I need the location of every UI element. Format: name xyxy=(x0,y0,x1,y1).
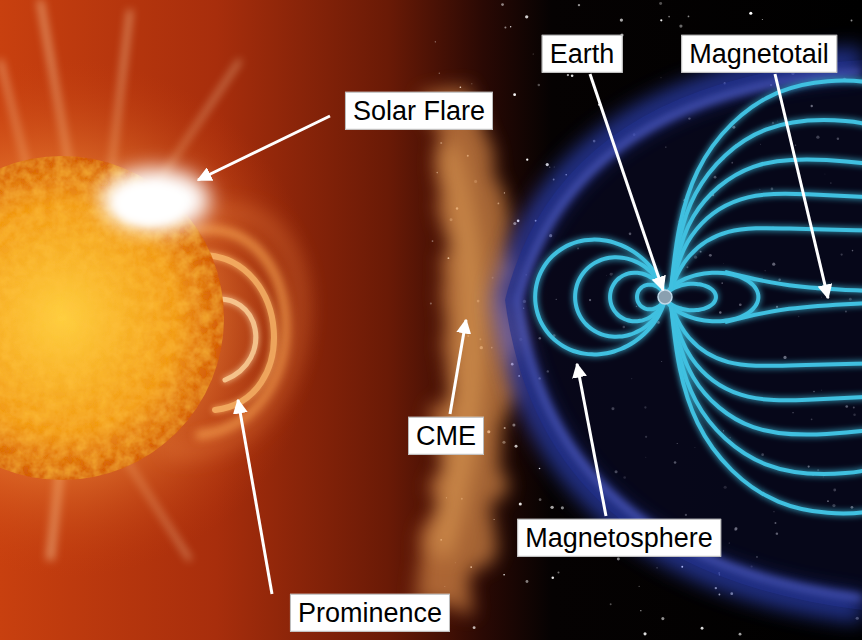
star xyxy=(610,603,612,605)
star xyxy=(546,163,549,166)
star xyxy=(504,192,505,193)
star xyxy=(513,222,516,225)
star xyxy=(640,610,641,611)
star xyxy=(539,498,542,501)
star xyxy=(701,627,704,630)
field-line xyxy=(671,305,862,513)
field-line xyxy=(671,305,862,435)
star xyxy=(851,20,853,22)
star xyxy=(643,632,646,635)
star xyxy=(519,503,522,506)
callout-label: CME xyxy=(408,417,484,455)
star xyxy=(661,617,664,620)
star xyxy=(460,86,462,88)
field-line xyxy=(535,240,665,355)
callout-label: Prominence xyxy=(290,594,450,632)
callout-label: Magnetosphere xyxy=(517,519,721,557)
star xyxy=(617,558,620,561)
star xyxy=(430,302,432,304)
star xyxy=(473,626,476,629)
star xyxy=(762,19,763,20)
field-line xyxy=(671,159,862,289)
field-line xyxy=(671,305,862,474)
star xyxy=(557,572,559,574)
leader-arrows xyxy=(198,74,828,594)
star xyxy=(551,577,554,580)
leader-arrow xyxy=(450,320,466,414)
star xyxy=(749,12,752,15)
star xyxy=(571,74,574,77)
star xyxy=(567,74,569,76)
magnetosphere-boundary xyxy=(518,72,862,598)
corona xyxy=(0,58,322,578)
solar-flare-core xyxy=(115,185,185,225)
field-line xyxy=(725,272,862,291)
star xyxy=(679,24,682,27)
star xyxy=(503,574,505,576)
callout-label: Earth xyxy=(542,35,623,73)
star xyxy=(515,445,518,448)
leader-arrow xyxy=(577,364,606,516)
cme-cloud xyxy=(415,85,515,615)
star xyxy=(526,159,528,161)
leader-arrow xyxy=(775,74,828,298)
star xyxy=(620,18,623,21)
star xyxy=(525,15,528,18)
star xyxy=(659,2,662,5)
star xyxy=(739,633,742,636)
star xyxy=(439,73,440,74)
star xyxy=(471,83,472,84)
star xyxy=(660,77,662,79)
star xyxy=(526,580,529,583)
field-line xyxy=(665,273,758,322)
star xyxy=(718,594,720,596)
star xyxy=(553,166,555,168)
star xyxy=(561,506,564,509)
star xyxy=(688,16,690,18)
star xyxy=(504,26,506,28)
callout-label: Solar Flare xyxy=(345,92,493,130)
star xyxy=(432,240,434,242)
field-line xyxy=(671,81,862,289)
cme-core xyxy=(430,140,486,560)
star xyxy=(656,567,657,568)
earth xyxy=(658,290,672,304)
magnetic-field-lines xyxy=(535,81,862,514)
magnetosphere-fill xyxy=(505,60,862,610)
star xyxy=(638,585,640,587)
leader-arrow xyxy=(198,116,330,180)
field-line xyxy=(671,120,862,289)
star xyxy=(501,3,504,6)
leader-arrow xyxy=(590,74,663,290)
star xyxy=(550,506,553,509)
sun xyxy=(0,156,224,480)
star xyxy=(549,167,550,168)
callout-label: Magnetotail xyxy=(681,35,837,73)
star xyxy=(435,41,436,42)
magnetosphere-boundary-glow xyxy=(505,60,862,610)
star xyxy=(512,423,515,426)
leader-arrow xyxy=(238,400,272,594)
solar-flare xyxy=(100,168,210,232)
star xyxy=(517,220,520,223)
star xyxy=(668,16,670,18)
field-line xyxy=(725,303,862,322)
star xyxy=(538,84,541,87)
star xyxy=(660,19,662,21)
star xyxy=(510,26,511,27)
star xyxy=(539,468,541,470)
star xyxy=(513,93,516,96)
star xyxy=(533,53,534,54)
star xyxy=(578,4,580,6)
